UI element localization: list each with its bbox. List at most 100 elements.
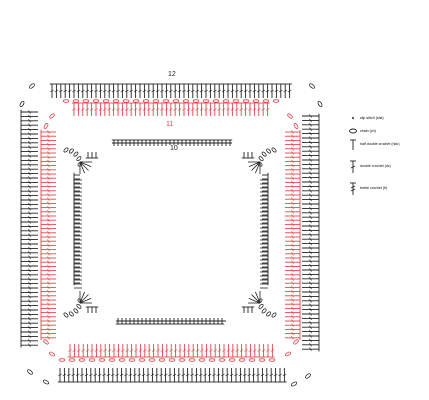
- hdc-stitch: [73, 228, 80, 234]
- chain-stitch: [258, 156, 264, 162]
- chain-stitch: [142, 99, 150, 103]
- dc-stitch: [129, 344, 134, 358]
- chain-icon: [349, 128, 357, 134]
- dc-stitch: [302, 254, 320, 259]
- legend-item-half-double-crochet: half double crochet (hdc): [348, 138, 429, 152]
- dc-stitch: [88, 368, 93, 383]
- dc-stitch: [285, 209, 301, 214]
- chain-stitch: [262, 99, 270, 103]
- dc-stitch: [129, 102, 134, 116]
- dc-stitch: [282, 368, 287, 383]
- chain-stitch: [242, 99, 250, 103]
- dc-stitch: [261, 344, 266, 358]
- dc-stitch: [285, 218, 301, 223]
- dc-stitch: [186, 102, 191, 116]
- dc-stitch: [255, 161, 261, 174]
- dc-stitch: [190, 102, 195, 116]
- legend-label: half double crochet (hdc): [360, 142, 400, 146]
- dc-stitch: [302, 175, 320, 180]
- dc-stitch: [285, 268, 301, 273]
- dc-stitch: [128, 368, 133, 383]
- chain-stitch: [122, 99, 130, 103]
- dc-stitch: [230, 344, 235, 358]
- dc-stitch: [20, 158, 38, 163]
- dc-stitch: [40, 272, 56, 277]
- dc-stitch: [302, 342, 320, 347]
- dc-stitch: [285, 289, 301, 294]
- dc-stitch: [40, 129, 56, 135]
- dc-stitch: [93, 83, 99, 98]
- dc-stitch: [239, 83, 244, 98]
- dc-stitch: [285, 134, 301, 139]
- chain-stitch: [305, 373, 311, 379]
- dc-stitch: [20, 233, 38, 238]
- dc-stitch: [20, 114, 38, 119]
- legend-label: chain (ch): [360, 129, 376, 133]
- dc-stitch: [79, 161, 92, 167]
- dc-stitch: [285, 323, 301, 328]
- dc-stitch: [159, 368, 164, 383]
- dc-stitch: [285, 188, 301, 193]
- chain-stitch: [228, 358, 236, 362]
- dc-stitch: [186, 83, 191, 98]
- dc-stitch: [251, 368, 256, 383]
- chain-stitch: [238, 358, 246, 362]
- hdc-stitch: [199, 318, 205, 325]
- dc-stitch: [133, 102, 138, 116]
- dc-stitch: [285, 281, 301, 286]
- hdc-stitch: [262, 196, 269, 202]
- dc-stitch: [172, 368, 177, 383]
- chain-stitch: [271, 147, 277, 153]
- dc-stitch: [270, 344, 275, 358]
- hdc-stitch: [73, 280, 80, 286]
- hdc-stitch: [262, 232, 269, 238]
- dc-stitch: [40, 260, 56, 265]
- dc-stitch: [20, 307, 38, 313]
- dc-stitch: [20, 189, 38, 194]
- dc-stitch: [285, 302, 301, 307]
- dc-stitch: [269, 83, 275, 98]
- dc-stitch: [164, 102, 169, 116]
- legend-label: double crochet (dc): [360, 164, 391, 168]
- dc-stitch: [302, 245, 320, 251]
- dc-stitch: [40, 230, 56, 235]
- row-12: [19, 83, 323, 387]
- row-10-corner-cluster: [241, 147, 277, 174]
- chain-stitch: [76, 156, 82, 162]
- dc-stitch: [80, 83, 85, 98]
- dc-stitch: [169, 344, 174, 358]
- hdc-stitch: [159, 139, 165, 146]
- dc-stitch: [40, 180, 56, 185]
- dc-stitch: [302, 285, 320, 290]
- dc-stitch: [285, 293, 301, 298]
- dc-stitch: [160, 344, 165, 358]
- dc-stitch: [302, 276, 320, 281]
- hdc-stitch: [262, 220, 269, 226]
- dc-stitch: [199, 102, 204, 116]
- chain-stitch: [261, 308, 267, 314]
- hdc-stitch: [262, 208, 269, 214]
- dc-stitch: [264, 368, 269, 383]
- dc-stitch: [154, 368, 159, 383]
- dc-stitch: [159, 83, 165, 98]
- chain-stitch: [252, 99, 260, 103]
- hdc-stitch: [249, 152, 255, 159]
- dc-stitch: [255, 368, 261, 383]
- hdc-stitch: [119, 139, 125, 146]
- dc-stitch: [302, 162, 320, 167]
- dc-stitch: [208, 344, 213, 358]
- dc-stitch: [20, 171, 38, 176]
- dc-stitch: [285, 142, 301, 147]
- dc-stitch: [20, 343, 38, 348]
- hdc-stitch: [215, 139, 221, 146]
- chain-stitch: [132, 99, 140, 103]
- dc-stitch: [208, 83, 213, 98]
- hdc-stitch: [115, 318, 121, 325]
- dc-stitch: [302, 135, 320, 141]
- dc-stitch: [89, 102, 94, 116]
- row-10-corner-cluster: [241, 291, 277, 318]
- hdc-stitch: [262, 276, 269, 282]
- dc-stitch: [285, 306, 301, 311]
- hdc-stitch: [123, 318, 129, 325]
- dc-stitch: [285, 167, 301, 172]
